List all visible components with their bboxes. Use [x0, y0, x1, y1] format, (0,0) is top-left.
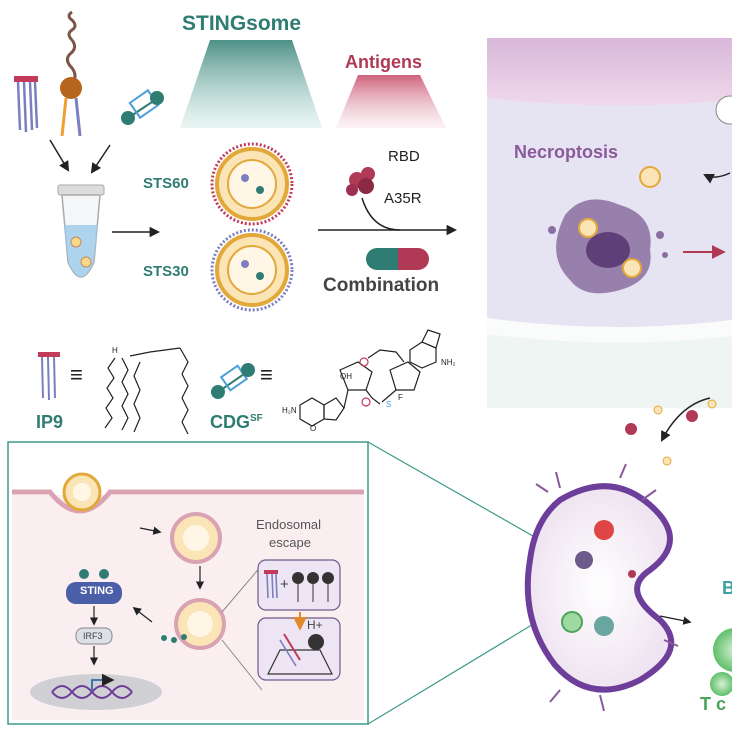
cdg-label-superscript: SF — [250, 413, 263, 424]
cdg-label-text: CDG — [210, 412, 250, 432]
zoom-line-top — [367, 441, 541, 541]
antigens-title: Antigens — [345, 52, 423, 72]
ip9-lipid-icon — [14, 76, 39, 133]
rbd-label: RBD — [388, 148, 420, 165]
b-cell-partial-label: B — [722, 578, 732, 598]
necroptosis-label: Necroptosis — [514, 142, 619, 162]
combination-pill-icon — [366, 248, 429, 270]
combination-label: Combination — [323, 275, 440, 296]
necroptosis-tissue-panel — [487, 38, 732, 408]
cdg-molecule-icon — [121, 88, 164, 125]
cdg-label: CDGSF — [210, 412, 263, 433]
lymph-node-illustration — [524, 397, 732, 712]
ip9-chem-h: H — [112, 346, 118, 355]
ip9-label: IP9 — [36, 412, 64, 432]
irf3-label: IRF3 — [83, 631, 103, 641]
sts30-label: STS30 — [143, 263, 189, 280]
cdg-chem-s: S — [386, 400, 392, 409]
escape-label: escape — [269, 535, 311, 550]
sts30-particle-icon — [210, 228, 294, 312]
a35r-label: A35R — [384, 190, 422, 207]
arrow-lipid-to-tube — [49, 139, 70, 172]
peg-lipid-icon — [60, 10, 82, 137]
arrow-cdg-to-tube — [90, 144, 111, 174]
cdg-structure-icon — [211, 363, 255, 399]
sts60-particle-icon — [210, 142, 294, 226]
t-cell-partial-label: T c — [700, 694, 727, 714]
stingsome-gradient-shape — [180, 40, 322, 128]
cdg-chem-oh: OH — [340, 372, 352, 381]
cdg-chem-nh2-right: NH₂ — [441, 358, 456, 367]
cdg-equiv-sign: ≡ — [260, 362, 273, 387]
antigens-gradient-shape — [336, 75, 446, 128]
sts60-label: STS60 — [143, 175, 189, 192]
cdg-chem-f: F — [398, 393, 403, 402]
stingsome-title: STINGsome — [182, 12, 302, 35]
sample-tube-icon — [57, 184, 105, 278]
ip9-structure-drawing — [38, 347, 189, 435]
h-plus-label: H+ — [307, 618, 323, 632]
cdg-structure-drawing — [299, 329, 441, 427]
ip9-equiv-sign: ≡ — [70, 362, 83, 387]
plus-sign: + — [280, 576, 289, 593]
sting-label: STING — [80, 585, 114, 597]
cdg-chem-nh2-left: H₂N — [282, 406, 297, 415]
endosomal-label: Endosomal — [256, 517, 322, 532]
cdg-chem-o: O — [310, 424, 317, 433]
mechanism-panel — [7, 441, 369, 725]
antigen-protein-icon — [346, 167, 375, 196]
zoom-line-bottom — [367, 619, 541, 725]
